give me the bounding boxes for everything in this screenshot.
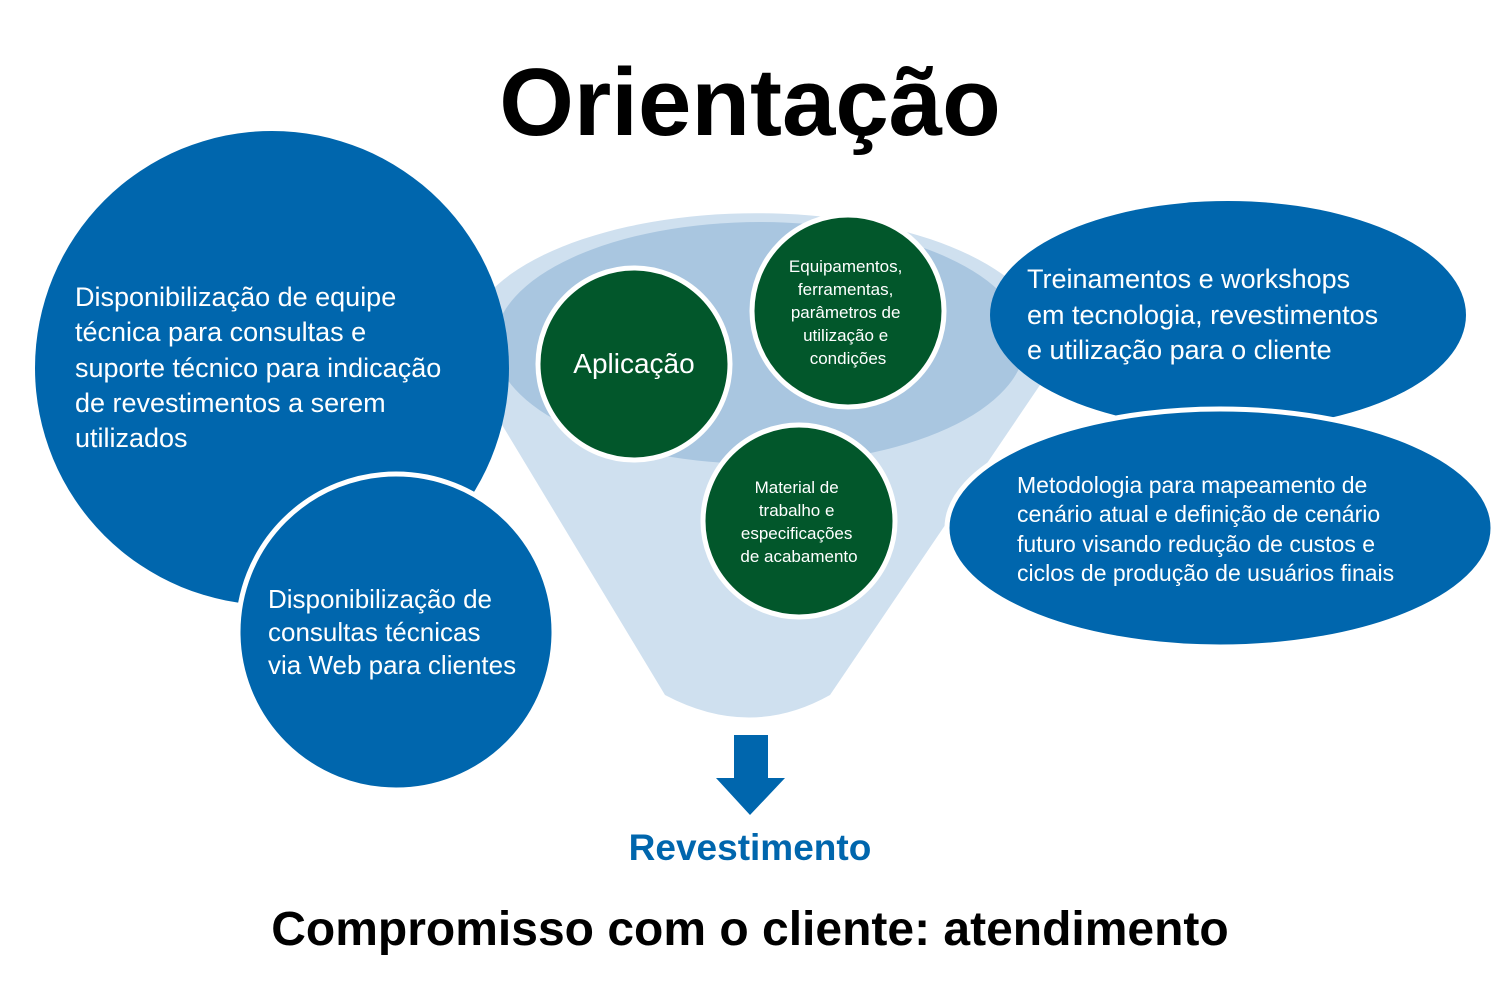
funnel-item-material: Material de trabalho e especificações de… bbox=[700, 422, 898, 620]
svg-text:Metodologia para mapeamento de: Metodologia para mapeamento de cenário a… bbox=[1017, 472, 1394, 586]
svg-text:Disponibilização de equipe: Disponibilização de equipe técnica para … bbox=[75, 282, 449, 453]
footer-caption: Compromisso com o cliente: atendimento bbox=[271, 903, 1228, 956]
svg-text:Material de trabalho e: Material de trabalho e especificações de… bbox=[740, 478, 857, 566]
arrow-down-icon bbox=[716, 735, 785, 815]
right-ellipse-training: Treinamentos e workshops em tecnologia, … bbox=[990, 201, 1466, 429]
svg-text:Disponibilização de cons: Disponibilização de consultas técnicas v… bbox=[268, 584, 516, 680]
svg-text:Equipamentos, ferramenta: Equipamentos, ferramentas, parâmetros de… bbox=[789, 257, 907, 368]
right-ellipse-methodology: Metodologia para mapeamento de cenário a… bbox=[944, 406, 1496, 650]
page-title: Orientação bbox=[499, 49, 1001, 156]
svg-text:Treinamentos e workshops: Treinamentos e workshops em tecnologia, … bbox=[1027, 264, 1386, 365]
left-circle-web: Disponibilização de consultas técnicas v… bbox=[235, 471, 557, 793]
svg-text:Aplicação: Aplicação bbox=[573, 348, 694, 379]
output-label: Revestimento bbox=[629, 827, 872, 868]
funnel-item-aplicacao: Aplicação bbox=[535, 265, 733, 463]
funnel-item-equipamentos: Equipamentos, ferramentas, parâmetros de… bbox=[749, 212, 947, 410]
